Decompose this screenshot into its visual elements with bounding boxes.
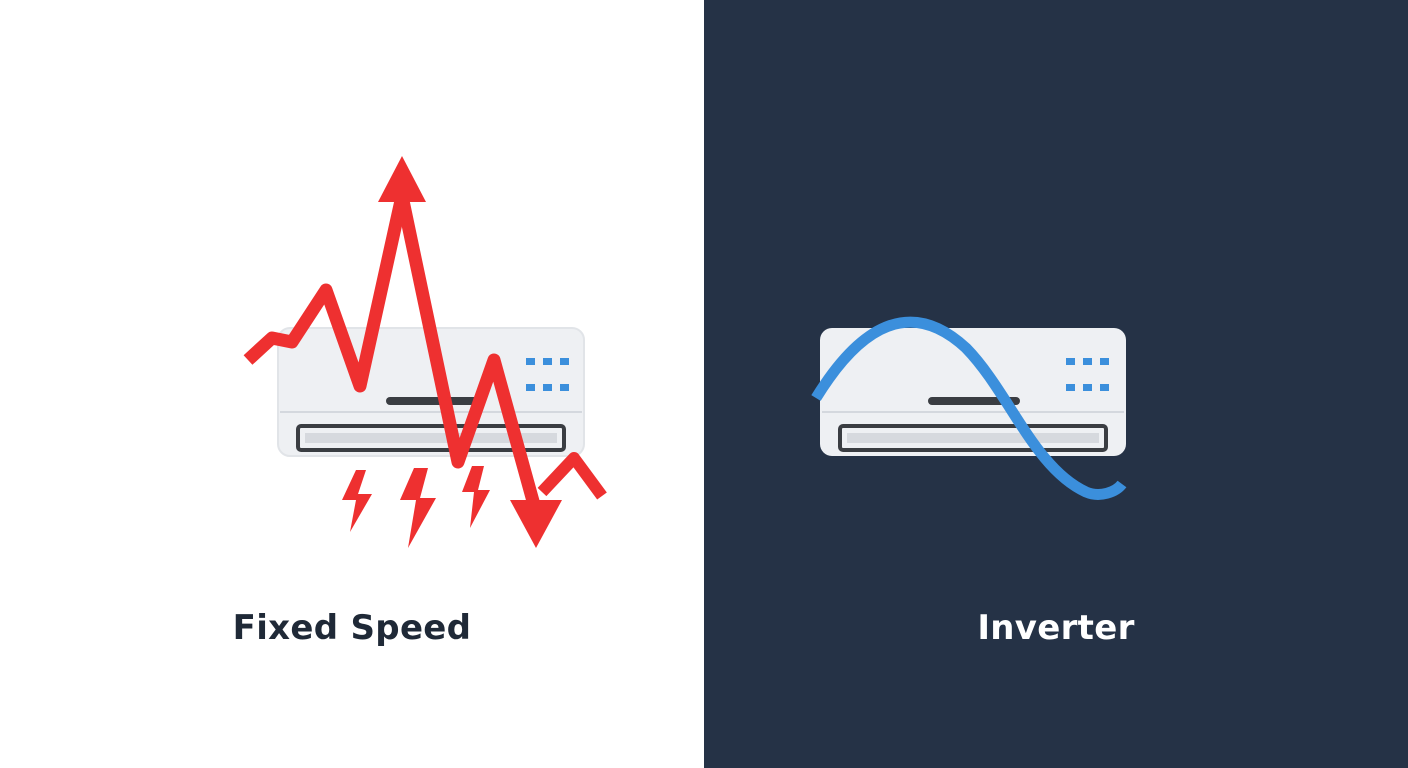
indicator-lights (1066, 358, 1109, 391)
fixed-speed-illustration (243, 156, 607, 548)
inverter-illustration (704, 0, 1408, 768)
air-conditioner-icon (820, 328, 1126, 456)
fixed-speed-panel: Fixed Speed (232, 156, 607, 648)
erratic-zigzag-arrow-icon (243, 156, 607, 548)
inverter-label: Inverter (977, 608, 1135, 648)
inverter-panel: Inverter (704, 0, 1408, 768)
fixed-speed-label: Fixed Speed (232, 608, 472, 648)
lightning-bolt-icon (342, 466, 490, 548)
smooth-sine-wave-icon (811, 316, 1127, 500)
indicator-lights (526, 358, 569, 391)
